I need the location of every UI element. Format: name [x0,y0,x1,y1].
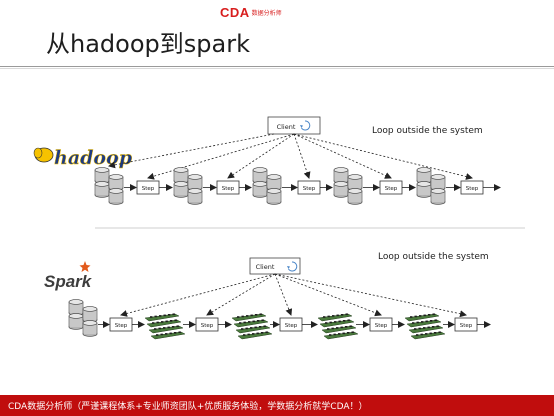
spark-memory-stack [231,313,273,340]
spark-client-arrow [274,273,467,318]
spark-client-box: Client [249,257,301,275]
hadoop-step-box: Step [297,180,321,195]
hadoop-client-arrow [293,133,392,179]
cda-logo: CDA [220,4,250,20]
hadoop-disk-stack [416,167,446,205]
hadoop-logo-text: hadoop [54,147,133,169]
hadoop-client-arrow [227,133,295,179]
footer-text: CDA数据分析师（严谨课程体系+专业师资团队+优质服务体验，学数据分析就学CDA… [8,402,368,412]
hadoop-loop-label: Loop outside the system [372,126,483,136]
hadoop-client-arrow [108,133,275,169]
step-label: Step [142,186,155,192]
slide-title: 从hadoop到spark [46,30,250,58]
spark-client-label: Client [256,263,275,271]
hadoop-logo: hadoop [33,147,133,169]
hadoop-client-box: Client [267,116,321,135]
step-label: Step [466,186,479,192]
title-divider-shadow [0,68,554,69]
spark-step-box: Step [195,317,219,332]
spark-disk-stack [68,299,98,337]
spark-client-arrow [274,273,293,316]
hadoop-client-arrow [293,133,473,180]
step-label: Step [460,323,473,329]
spark-loop-label: Loop outside the system [378,252,489,262]
hadoop-client-arrow [293,133,311,179]
spark-step-box: Step [454,317,478,332]
spark-memory-stack [317,313,359,340]
spark-client-arrows [120,273,467,318]
footer-bar: CDA数据分析师（严谨课程体系+专业师资团队+优质服务体验，学数据分析就学CDA… [0,395,554,416]
spark-step-box: Step [369,317,393,332]
spark-logo: Spark [44,261,93,291]
spark-step-box: Step [109,317,133,332]
step-label: Step [115,323,128,329]
spark-logo-text: Spark [44,272,93,291]
step-label: Step [285,323,298,329]
step-label: Step [201,323,214,329]
hadoop-client-arrows [108,133,473,180]
spark-memory-stack [144,313,186,340]
cda-logo-subtitle: 数据分析师 [251,9,282,17]
hadoop-step-row: Step Step Step Step Step [94,167,501,205]
spark-client-arrow [206,273,276,316]
spark-client-arrow [120,273,276,317]
title-divider [0,66,554,67]
spark-client-cycle-icon [287,261,298,272]
comparison-diagram: hadoop Spark Client Loop outside the sys… [33,116,525,340]
spark-step-row: Step Step Step Step Step [68,299,491,340]
spark-memory-stack [404,313,446,340]
brand-header: CDA 数据分析师 [220,4,282,20]
spark-client-arrow [274,273,382,317]
hadoop-disk-stack [173,167,203,205]
hadoop-client-arrow [147,133,295,180]
hadoop-step-box: Step [379,180,403,195]
hadoop-disk-stack [94,167,124,205]
spark-star-icon [79,261,91,272]
hadoop-disk-stack [333,167,363,205]
step-label: Step [303,186,316,192]
step-label: Step [375,323,388,329]
hadoop-step-box: Step [136,180,160,195]
hadoop-step-box: Step [460,180,484,195]
hadoop-client-cycle-icon [300,120,311,131]
spark-step-box: Step [279,317,303,332]
step-label: Step [385,186,398,192]
hadoop-disk-stack [252,167,282,205]
hadoop-step-box: Step [216,180,240,195]
step-label: Step [222,186,235,192]
hadoop-client-label: Client [277,123,296,131]
